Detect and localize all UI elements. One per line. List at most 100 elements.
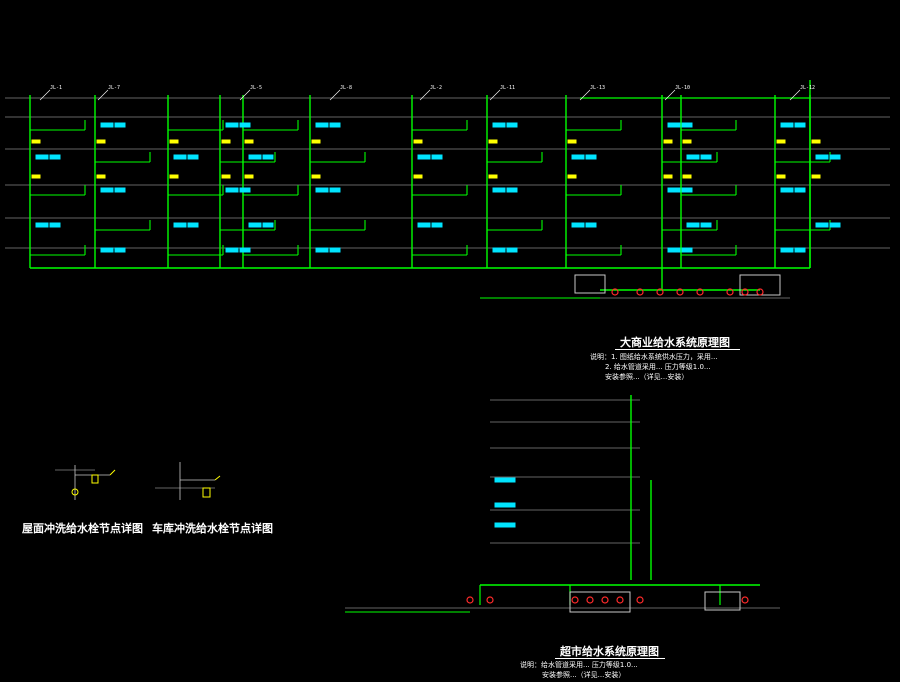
pipe-size-tag bbox=[681, 122, 693, 128]
pipe-size-tag bbox=[239, 187, 251, 193]
floor-tag bbox=[244, 174, 254, 179]
floor-tag bbox=[488, 139, 498, 144]
pipe-size-tag bbox=[114, 187, 126, 193]
riser-leader bbox=[97, 89, 109, 101]
riser-label: JL-2 bbox=[430, 85, 442, 91]
pipe-size-tag bbox=[494, 522, 516, 528]
pipe-size-tag bbox=[431, 222, 443, 228]
detail-valve bbox=[202, 487, 211, 498]
detail-drawings bbox=[55, 462, 221, 500]
pipe-size-tag bbox=[315, 122, 329, 128]
detail-valve bbox=[91, 474, 99, 484]
floor-tag bbox=[169, 174, 179, 179]
floor-tag bbox=[567, 139, 577, 144]
valve-symbol bbox=[676, 288, 684, 296]
pipe-size-tag bbox=[667, 247, 681, 253]
pipe-size-tag bbox=[248, 222, 262, 228]
pipe-size-tag bbox=[681, 247, 693, 253]
pipe-size-tag bbox=[49, 154, 61, 160]
riser-label: JL-1 bbox=[50, 85, 62, 91]
floor-tag bbox=[663, 139, 673, 144]
pipe-size-tag bbox=[262, 222, 274, 228]
riser-leader bbox=[239, 89, 251, 101]
pipe-size-tag bbox=[114, 247, 126, 253]
floor-tag bbox=[811, 139, 821, 144]
garage-hydrant-detail-title: 车库冲洗给水栓节点详图 bbox=[152, 522, 273, 535]
pipe-size-tag bbox=[225, 187, 239, 193]
pipe-size-tag bbox=[248, 154, 262, 160]
valve-symbol bbox=[696, 288, 704, 296]
valve-symbol bbox=[741, 596, 749, 604]
main-system-title: 大商业给水系统原理图 bbox=[620, 336, 730, 349]
floor-tag bbox=[682, 139, 692, 144]
supermarket-note-line: 安装参照...（详见...安装） bbox=[542, 671, 626, 679]
riser-leader bbox=[489, 89, 501, 101]
pipe-size-tag bbox=[815, 154, 829, 160]
pipe-size-tag bbox=[239, 122, 251, 128]
pipe-size-tag bbox=[35, 222, 49, 228]
riser-leader bbox=[419, 89, 431, 101]
pipe-size-tag bbox=[35, 154, 49, 160]
pipe-size-tag bbox=[700, 154, 712, 160]
supermarket-title-underline bbox=[555, 658, 665, 659]
riser-leader bbox=[664, 89, 676, 101]
pump-room-box bbox=[704, 591, 741, 611]
floor-tag bbox=[311, 174, 321, 179]
supermarket-system-title: 超市给水系统原理图 bbox=[560, 645, 659, 658]
riser-leader bbox=[329, 89, 341, 101]
valve-symbol bbox=[636, 288, 644, 296]
pipe-size-tag bbox=[315, 247, 329, 253]
pipe-size-tag bbox=[49, 222, 61, 228]
pipe-size-tag bbox=[571, 154, 585, 160]
pipe-size-tag bbox=[100, 122, 114, 128]
pipe-size-tag bbox=[494, 477, 516, 483]
floor-tag bbox=[221, 139, 231, 144]
supermarket-note-line: 说明：给水管道采用... 压力等级1.0... bbox=[520, 661, 638, 669]
pipe-size-tag bbox=[225, 247, 239, 253]
pipe-size-tag bbox=[262, 154, 274, 160]
pipe-size-tag bbox=[686, 222, 700, 228]
floor-lines bbox=[5, 97, 890, 609]
floor-tag bbox=[31, 139, 41, 144]
detail-nozzle bbox=[109, 469, 116, 476]
pipe-size-tag bbox=[780, 247, 794, 253]
pipe-size-tag bbox=[780, 187, 794, 193]
floor-tag bbox=[96, 174, 106, 179]
valve-symbol bbox=[486, 596, 494, 604]
pipe-size-tag bbox=[794, 187, 806, 193]
pipe-size-tag bbox=[829, 222, 841, 228]
main-note-line: 安装参照...（详见...安装） bbox=[605, 373, 689, 381]
riser-label: JL-7 bbox=[108, 85, 120, 91]
pipe-size-tag bbox=[329, 122, 341, 128]
pipe-size-tag bbox=[239, 247, 251, 253]
riser-label: JL-11 bbox=[500, 85, 515, 91]
main-note-line: 2. 给水管道采用... 压力等级1.0... bbox=[605, 363, 711, 371]
floor-tag bbox=[682, 174, 692, 179]
pipe-size-tag bbox=[494, 502, 516, 508]
valve-symbol bbox=[636, 596, 644, 604]
pipe-size-tag bbox=[492, 187, 506, 193]
pipe-size-tag bbox=[585, 154, 597, 160]
main-system-title-underline bbox=[615, 349, 740, 350]
pipe-size-tag bbox=[794, 122, 806, 128]
pipe-size-tag bbox=[417, 222, 431, 228]
floor-tag bbox=[221, 174, 231, 179]
pipe-size-tag bbox=[686, 154, 700, 160]
pipe-size-tag bbox=[700, 222, 712, 228]
floor-tag bbox=[776, 139, 786, 144]
pipe-size-tag bbox=[506, 247, 518, 253]
floor-tag bbox=[96, 139, 106, 144]
detail-nozzle bbox=[214, 475, 221, 481]
riser-leader bbox=[39, 89, 51, 101]
riser-label: JL-5 bbox=[250, 85, 262, 91]
valve-symbol bbox=[586, 596, 594, 604]
pipe-size-tag bbox=[329, 247, 341, 253]
pump-room-box bbox=[574, 274, 606, 294]
pipe-size-tag bbox=[100, 187, 114, 193]
valve-symbol bbox=[571, 596, 579, 604]
valve-symbol bbox=[741, 288, 749, 296]
riser-label: JL-10 bbox=[675, 85, 690, 91]
pipe-size-tag bbox=[681, 187, 693, 193]
floor-tag bbox=[413, 174, 423, 179]
